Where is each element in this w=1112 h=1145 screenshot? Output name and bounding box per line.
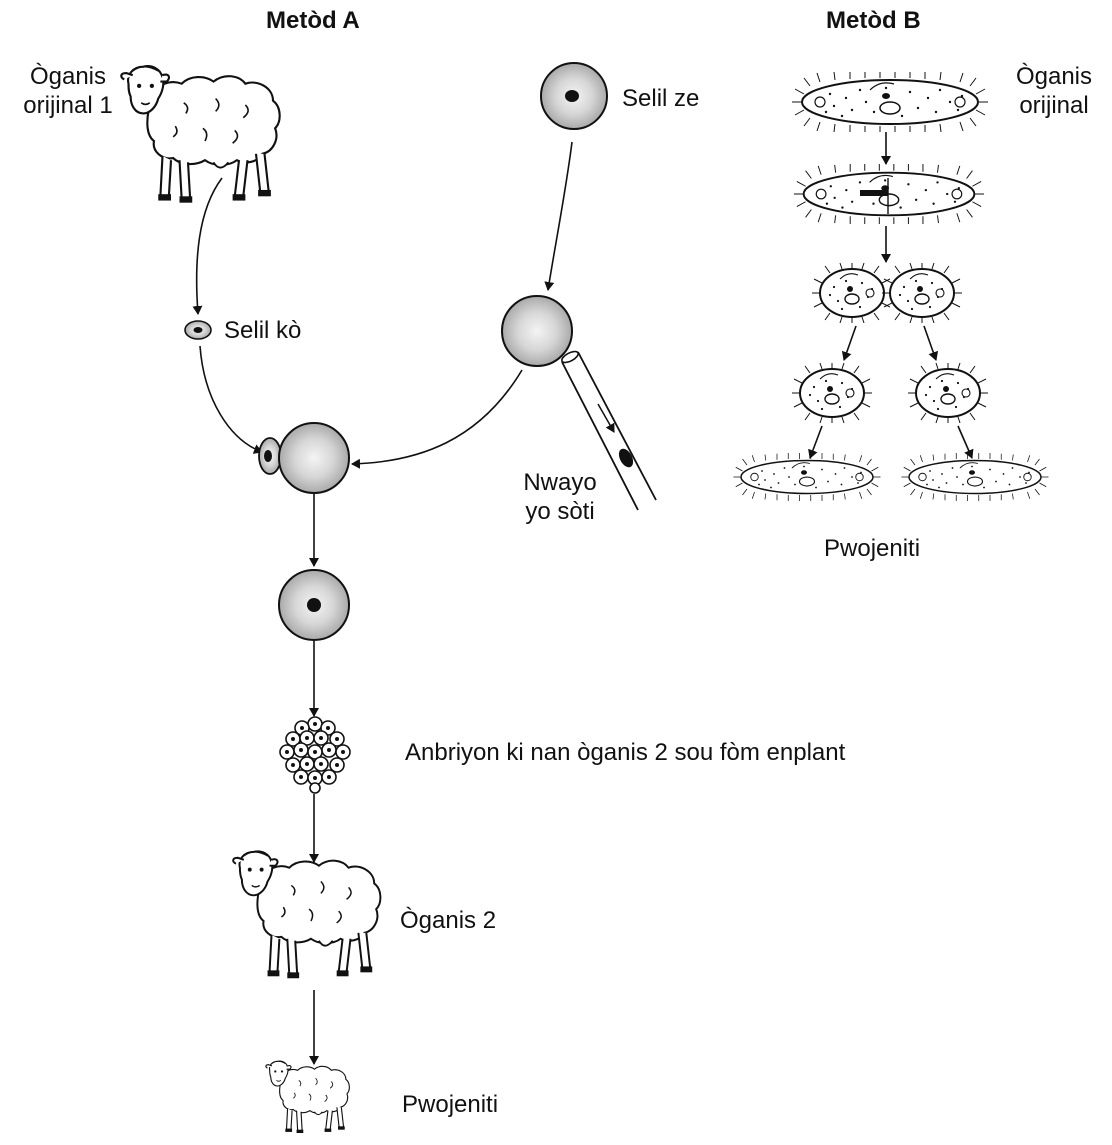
original-organism-1-line-2: orijinal 1 [23,92,113,120]
arrow-b-3-right [923,325,939,361]
organism-2-label: Òganis 2 [400,907,497,934]
arrow-egg-to-enucleated [544,141,573,291]
paramecium-offspring-right-icon [900,452,1050,502]
method-b-title: Metòd B [826,7,921,34]
body-cell-icon [184,320,212,340]
removed-nucleus-label: Nwayo yo sòti [496,468,624,527]
original-organism-1-label: Òganis orijinal 1 [6,62,130,121]
organism-2-sheep-icon [232,850,382,980]
method-b-offspring-label: Pwojeniti [824,535,921,562]
original-organism-1-line-1: Òganis [29,63,107,90]
method-a-offspring-label: Pwojeniti [402,1091,499,1118]
paramecium-daughter-left-icon [792,362,872,424]
body-cell-label: Selil kò [224,317,302,344]
arrow-b-3-left [841,325,857,361]
original-organism-b-line-1: Òganis [1015,63,1093,90]
enucleated-egg-icon [501,295,573,367]
egg-cell-icon [540,62,608,130]
zygote-cell-icon [278,569,350,641]
egg-cell-label: Selil ze [622,85,700,112]
lamb-icon [265,1060,350,1134]
arrow-b-4-right [957,425,974,459]
embryo-icon [279,716,351,794]
pipette-icon [561,350,657,511]
arrow-body-cell-to-fusion [199,345,263,454]
original-organism-b-label: Òganis orijinal [996,62,1112,121]
paramecium-offspring-left-icon [732,452,882,502]
method-a-title: Metòd A [266,7,360,34]
arrow-enucleated-to-fusion [351,369,523,469]
embryo-label: Anbriyon ki nan òganis 2 sou fòm enplant [405,739,846,766]
arrow-b-4-left [808,425,823,459]
removed-nucleus-line-1: Nwayo [523,469,597,496]
removed-nucleus-line-2: yo sòti [525,498,595,526]
original-sheep-icon [120,65,281,204]
original-organism-b-line-2: orijinal [1019,92,1089,120]
arrow-sheep-to-body-cell [192,177,223,315]
paramecium-dividing-icon [792,164,986,224]
fusion-cells-icon [258,422,350,494]
paramecium-split-icon [812,262,962,324]
paramecium-original-icon [791,72,989,132]
paramecium-daughter-right-icon [908,362,988,424]
